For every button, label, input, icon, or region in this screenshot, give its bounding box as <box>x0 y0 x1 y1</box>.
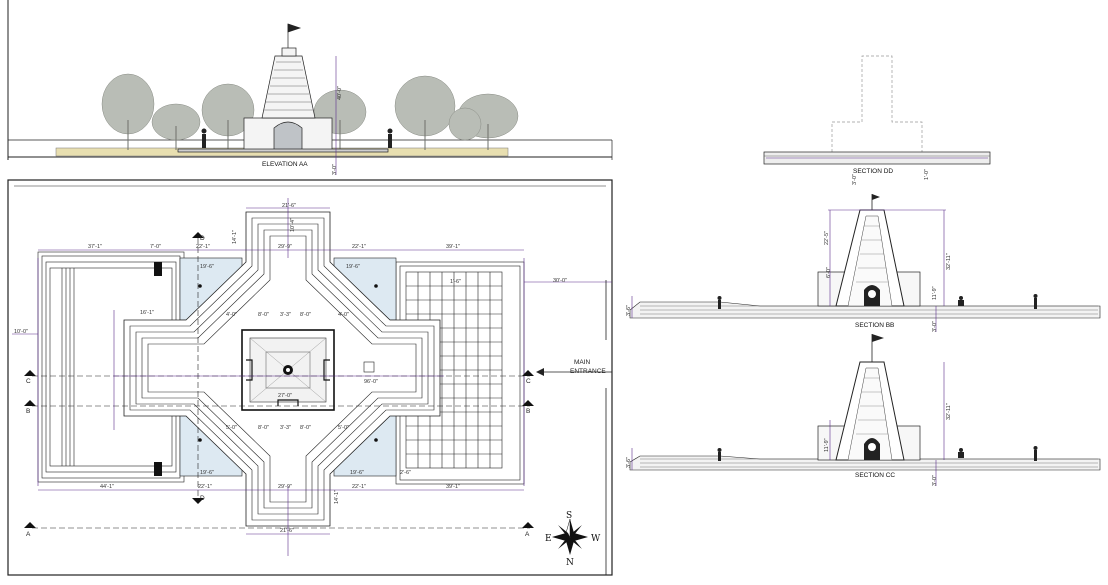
dim-court-tl: 19'-6" <box>200 264 214 270</box>
marker-d-bottom: D <box>200 495 205 502</box>
site-plan: 21'-6" 37'-1" 22'-1" 22'-1" 39'-1" 29'-9… <box>7 179 613 576</box>
dim-inner: 27'-0" <box>278 393 292 399</box>
section-bb-dim-f: 3'-6" <box>626 305 632 316</box>
dim-sm4: 16'-1" <box>140 310 154 316</box>
dim-cross-width-right: 22'-1" <box>352 244 366 250</box>
marker-a-right: A <box>525 531 530 538</box>
dim-court-bl: 19'-6" <box>200 470 214 476</box>
dim-left-offset: 10'-0" <box>14 329 28 335</box>
marker-b-right: B <box>526 408 530 415</box>
dim-total-len: 96'-0" <box>364 379 378 385</box>
elevation-aa: 40'-0" 3'-0" ELEVATION AA <box>7 0 613 175</box>
marker-d-top: D <box>200 235 205 242</box>
compass-s: S <box>566 511 572 521</box>
dim-step: 7'-0" <box>150 244 161 250</box>
section-cc-caption: SECTION CC <box>855 472 895 479</box>
dim-sanctum-bl: 8'-0" <box>258 425 269 431</box>
marker-a-left: A <box>26 531 31 538</box>
section-bb-dim-e: 3'-0" <box>932 321 938 332</box>
main-entrance-arrow <box>536 368 612 376</box>
dim-sm7-top: 14'-1" <box>232 230 238 244</box>
section-markers <box>24 232 534 528</box>
section-bb-caption: SECTION BB <box>855 322 894 329</box>
dim-sm7-bottom: 14'-1" <box>334 490 340 504</box>
compass-e: E <box>545 534 552 544</box>
human-figures <box>201 128 393 148</box>
dimension-lines <box>12 198 612 556</box>
temple-elevation <box>177 23 389 153</box>
dim-sm3-left: 5'-0" <box>226 425 237 431</box>
section-bb-dim-c: 6'-0" <box>826 267 832 278</box>
dim-small-top: 3'-3" <box>280 312 291 318</box>
section-cc: 32'-11" 11'-9" 3'-0" 3'-6" SECTION CC <box>626 334 1101 486</box>
dim-bottom-left: 44'-1" <box>100 484 114 490</box>
dim-bottom-cross-left: 22'-1" <box>198 484 212 490</box>
section-dd-caption: SECTION DD <box>853 168 893 175</box>
dim-entrance-len: 30'-0" <box>553 278 567 284</box>
marker-c-right: C <box>526 378 531 385</box>
dim-cross-inner: 29'-9" <box>278 244 292 250</box>
main-entrance-label-2: ENTRANCE <box>570 368 606 375</box>
dim-sm3-right: 5'-0" <box>338 425 349 431</box>
section-cc-dim-d: 3'-6" <box>626 457 632 468</box>
compass-w: W <box>591 534 601 544</box>
dim-bottom-inner: 29'-9" <box>278 484 292 490</box>
dim-sanctum-tl: 8'-0" <box>258 312 269 318</box>
dim-cross-width-left: 22'-1" <box>196 244 210 250</box>
section-bb-dim-a: 22'-5" <box>824 231 830 245</box>
section-bb-dim-b: 32'-11" <box>946 253 952 270</box>
compass-icon <box>552 518 588 555</box>
section-dd: 3'-0" 1'-0" SECTION DD <box>763 55 991 185</box>
elevation-caption: ELEVATION AA <box>262 161 308 168</box>
dim-court-tr: 19'-6" <box>346 264 360 270</box>
marker-c-left: C <box>26 378 31 385</box>
dim-sm2-left: 4'-0" <box>226 312 237 318</box>
dim-sm8: 10'-4" <box>290 218 296 232</box>
main-entrance-label-1: MAIN <box>574 359 591 366</box>
sanctum <box>241 329 335 411</box>
dim-top-width: 21'-6" <box>282 203 296 209</box>
section-cc-dim-a: 32'-11" <box>946 403 952 420</box>
dim-bottom-width: 21'-6" <box>280 528 294 534</box>
dim-sm6: 2'-6" <box>400 470 411 476</box>
dim-sanctum-br: 8'-0" <box>300 425 311 431</box>
dim-bottom-cross-right: 22'-1" <box>352 484 366 490</box>
dim-bottom-right: 39'-1" <box>446 484 460 490</box>
dim-right-width: 39'-1" <box>446 244 460 250</box>
dim-court-br: 19'-6" <box>350 470 364 476</box>
tree-group-left <box>101 73 519 141</box>
section-bb: 22'-5" 32'-11" 6'-0" 11'-9" 3'-0" 3'-6" … <box>626 194 1101 332</box>
dim-sm5: 1'-6" <box>450 279 461 285</box>
section-dd-dim-a: 3'-0" <box>852 174 858 185</box>
dim-small-bottom: 3'-3" <box>280 425 291 431</box>
elevation-height-dim: 40'-0" <box>337 86 343 100</box>
section-cc-dim-c: 3'-0" <box>932 475 938 486</box>
dim-sanctum-tr: 8'-0" <box>300 312 311 318</box>
elevation-plinth-dim: 3'-0" <box>332 164 338 175</box>
compass-n: N <box>566 558 574 568</box>
section-dd-dim-b: 1'-0" <box>924 169 930 180</box>
section-cc-dim-b: 11'-9" <box>824 438 830 452</box>
dim-sm2-right: 4'-0" <box>338 312 349 318</box>
section-bb-dim-d: 11'-9" <box>932 286 938 300</box>
marker-b-left: B <box>26 408 30 415</box>
dim-left-width: 37'-1" <box>88 244 102 250</box>
